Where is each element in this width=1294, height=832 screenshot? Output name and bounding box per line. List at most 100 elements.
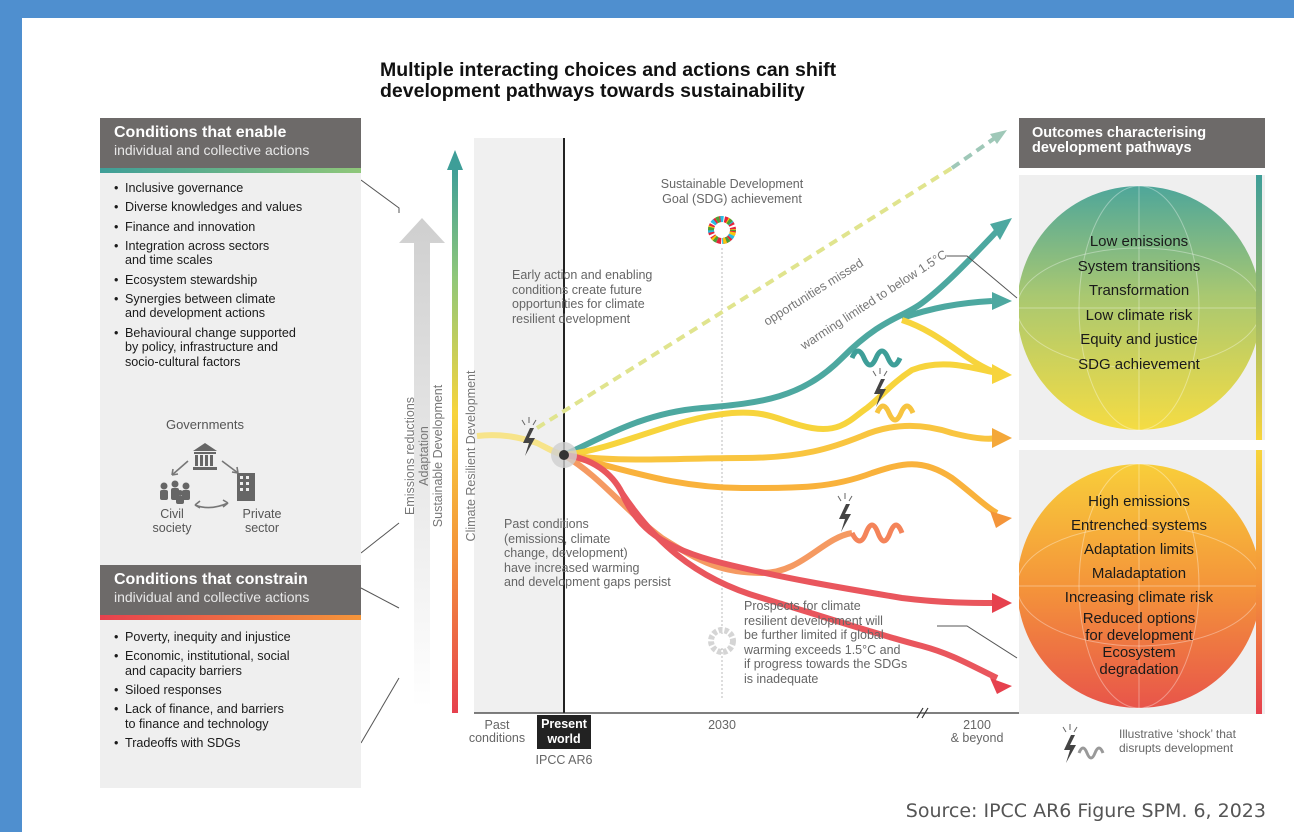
positive-connector: [947, 255, 1018, 299]
early-action-note: Early action and enabling conditions cre…: [512, 268, 653, 326]
emissions-reductions-label: Emissions reductions: [403, 397, 417, 515]
red-arrowhead-1: [992, 593, 1012, 613]
actors-diagram: Governments: [100, 413, 310, 543]
negative-connector: [937, 625, 1018, 659]
positive-outcome: Equity and justice: [1080, 331, 1198, 348]
source-caption: Source: IPCC AR6 Figure SPM. 6, 2023: [905, 800, 1266, 822]
teal-branch-2: [901, 298, 993, 321]
teal-shock-squiggle: [849, 348, 903, 368]
enable-color-strip: [100, 168, 361, 173]
figure-title: Multiple interacting choices and actions…: [380, 60, 1000, 102]
positive-outcome: Transformation: [1088, 282, 1190, 299]
civil-society-icon: [160, 480, 190, 504]
climate-resilient-development-label: Climate Resilient Development: [464, 370, 478, 541]
enable-condition-item: Inclusive governance: [114, 181, 355, 196]
negative-outcome: Reduced options for development: [1082, 610, 1196, 644]
shock-legend-icon: [1062, 724, 1105, 763]
yellow-shock-squiggle: [874, 403, 916, 423]
negative-outcome: Entrenched systems: [1071, 517, 1207, 534]
shock-legend: Illustrative ‘shock’ that disrupts devel…: [1057, 723, 1277, 763]
enable-header: Conditions that enable individual and co…: [100, 118, 361, 168]
enable-heading: Conditions that enable: [114, 124, 287, 141]
axis-break-icon: [916, 707, 929, 719]
negative-outcome: High emissions: [1088, 493, 1190, 510]
enable-condition-item: Diverse knowledges and values: [114, 200, 355, 215]
opportunities-missed-arrowhead: [990, 130, 1007, 144]
red-arrowhead-2: [990, 678, 1012, 694]
constrain-subheading: individual and collective actions: [114, 589, 310, 605]
teal-arrowhead-2: [992, 292, 1012, 310]
constrain-color-strip: [100, 615, 361, 620]
red-pathway-2: [619, 491, 999, 681]
sdg-wheel-icon: [708, 216, 736, 244]
positive-outcomes-circle: [1016, 175, 1262, 440]
negative-outcome: Adaptation limits: [1083, 541, 1195, 558]
past-conditions-note: Past conditions (emissions, climate chan…: [504, 517, 671, 589]
shock-icon-orange: [837, 493, 853, 532]
outcomes-header: Outcomes characterising development path…: [1019, 118, 1265, 168]
enable-condition-item: Integration across sectors and time scal…: [114, 239, 355, 268]
enable-condition-item: Finance and innovation: [114, 220, 355, 235]
figure-frame: Multiple interacting choices and actions…: [22, 18, 1294, 832]
teal-pathway: [562, 228, 1000, 458]
constrain-condition-item: Tradeoffs with SDGs: [114, 736, 355, 751]
positive-outcome: Low emissions: [1089, 233, 1189, 250]
constrain-list: Poverty, inequity and injusticeEconomic,…: [114, 630, 355, 751]
shock-icon-yellow: [872, 368, 888, 407]
pathways-diagram: Emissions reductions Adaptation Sustaina…: [399, 130, 1022, 719]
enable-condition-item: Ecosystem stewardship: [114, 273, 355, 288]
negative-outcome: Increasing climate risk: [1064, 589, 1214, 606]
teal-arrowhead-top: [990, 218, 1012, 240]
enable-condition-item: Synergies between climate and developmen…: [114, 292, 355, 321]
negative-outcomes-circle: [1016, 450, 1262, 714]
past-conditions-band: [474, 138, 564, 713]
shock-legend-label: Illustrative ‘shock’ that disrupts devel…: [1119, 727, 1236, 755]
cycle-arrows-icon: [171, 460, 239, 509]
grey-shift-arrow: [399, 218, 445, 708]
present-world-tick: Present world: [537, 715, 591, 749]
shock-icon-past: [521, 417, 537, 456]
orange-pathway: [563, 452, 999, 516]
crd-axis-arrowhead: [447, 150, 463, 170]
positive-outcome: System transitions: [1077, 257, 1201, 275]
constrain-header: Conditions that constrain individual and…: [100, 565, 361, 615]
enable-panel: Inclusive governanceDiverse knowledges a…: [100, 173, 361, 565]
constrain-condition-item: Economic, institutional, social and capa…: [114, 649, 355, 678]
yellow-orange-pathway: [563, 422, 998, 463]
title-line-1: Multiple interacting choices and actions…: [380, 59, 837, 81]
orange-arrowhead-2: [990, 511, 1012, 528]
yellow-arrowhead-1: [992, 364, 1012, 384]
positive-outcome: Low climate risk: [1085, 306, 1193, 324]
orange-red-pathway: [562, 452, 853, 577]
enable-list: Inclusive governanceDiverse knowledges a…: [114, 181, 355, 369]
constrain-panel: Poverty, inequity and injusticeEconomic,…: [100, 620, 361, 788]
private-sector-building-icon: [237, 473, 255, 501]
orange-arrowhead-1: [992, 428, 1012, 448]
constrain-condition-item: Siloed responses: [114, 683, 355, 698]
negative-outcome: Ecosystem degradation: [1099, 644, 1179, 678]
year-2030-tick: 2030: [708, 718, 736, 732]
year-2100-tick: 2100 & beyond: [950, 718, 1004, 745]
yellow-pathway: [563, 361, 998, 458]
negative-outcome: Maladaptation: [1091, 565, 1187, 582]
orange-shock-squiggle: [849, 522, 905, 544]
sdg-achievement-label: Sustainable Development Goal (SDG) achie…: [660, 177, 804, 206]
government-building-icon: [193, 443, 217, 470]
positive-outcome: SDG achievement: [1078, 355, 1200, 373]
crd-axis-bar: [452, 168, 458, 713]
constrain-condition-item: Poverty, inequity and injustice: [114, 630, 355, 645]
title-line-2: development pathways towards sustainabil…: [380, 80, 805, 102]
past-conditions-tick: Past conditions: [468, 718, 526, 745]
enable-condition-item: Behavioural change supported by policy, …: [114, 326, 355, 370]
present-node: [559, 450, 569, 460]
adaptation-label: Adaptation: [417, 426, 431, 486]
constrain-heading: Conditions that constrain: [114, 571, 308, 588]
enable-subheading: individual and collective actions: [114, 142, 310, 158]
red-pathway-1: [563, 452, 998, 606]
left-brackets: [361, 179, 400, 744]
